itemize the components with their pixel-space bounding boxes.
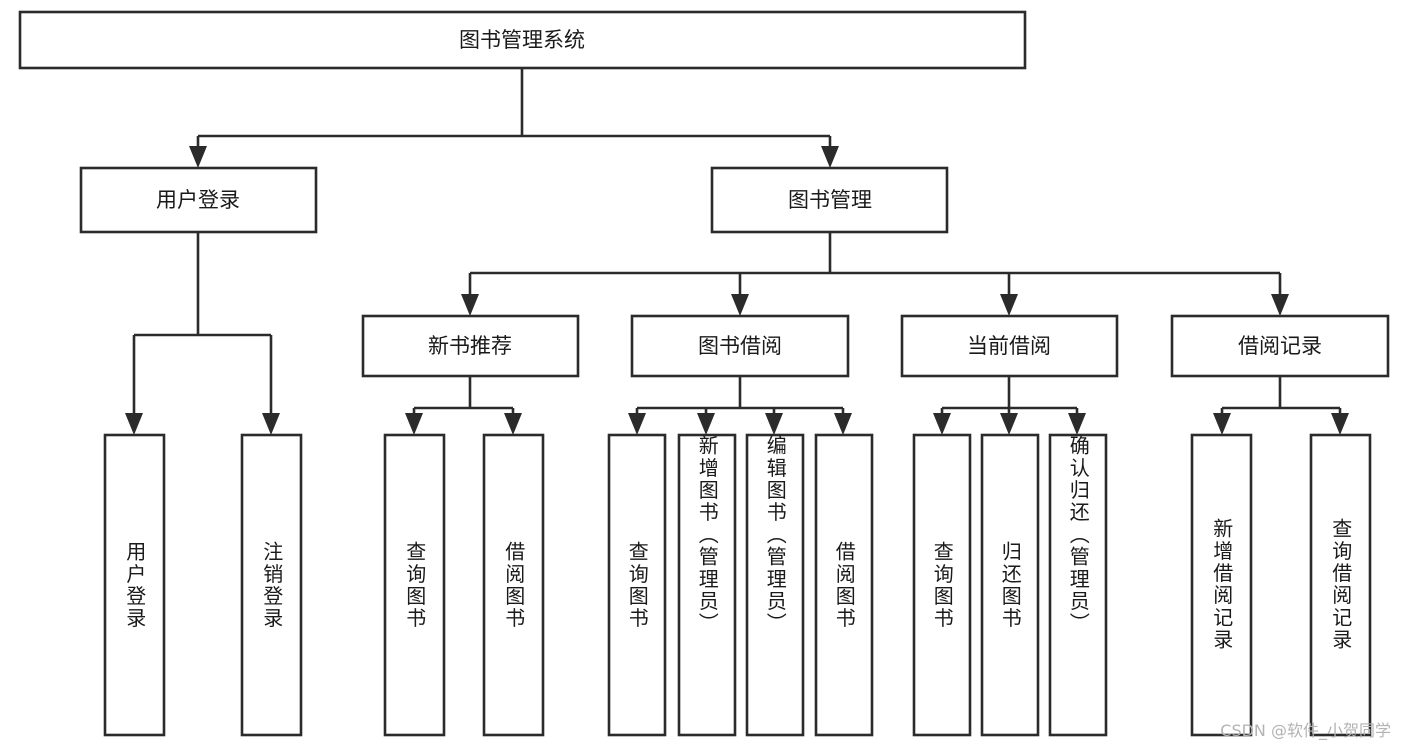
node-leaf-cb-1-box[interactable] bbox=[912, 433, 972, 737]
arrowhead-nbr-leaf-1 bbox=[405, 413, 423, 435]
node-leaf-br-2-box[interactable] bbox=[1309, 433, 1372, 737]
node-book-manage-box[interactable] bbox=[710, 166, 949, 234]
node-leaf-br-1-box[interactable] bbox=[1190, 433, 1253, 737]
node-root-box[interactable] bbox=[18, 10, 1027, 70]
arrowhead-bb-leaf-2 bbox=[697, 413, 715, 435]
arrowhead-root-to-user-login bbox=[189, 146, 207, 168]
node-current-borrow[interactable]: 当前借阅 bbox=[900, 314, 1119, 378]
arrowhead-br-leaf-2 bbox=[1331, 413, 1349, 435]
node-leaf-user-login-1-box[interactable] bbox=[103, 433, 166, 737]
node-book-borrow-box[interactable] bbox=[630, 314, 850, 378]
node-new-book-recommend-box[interactable] bbox=[361, 314, 580, 378]
node-leaf-user-login-2-box[interactable] bbox=[240, 433, 303, 737]
arrowhead-cb-leaf-3 bbox=[1068, 413, 1086, 435]
node-book-manage[interactable]: 图书管理 bbox=[710, 166, 949, 234]
connector-group-user-login bbox=[125, 232, 280, 435]
connector-group-borrow-record bbox=[1213, 376, 1349, 435]
node-book-borrow[interactable]: 图书借阅 bbox=[630, 314, 850, 378]
node-new-book-recommend-label: 新书推荐 bbox=[428, 334, 512, 358]
watermark-text: CSDN @软件_小贺同学 bbox=[1220, 721, 1391, 740]
arrowhead-cb-leaf-2 bbox=[1000, 413, 1018, 435]
node-current-borrow-box[interactable] bbox=[900, 314, 1119, 378]
node-borrow-record[interactable]: 借阅记录 bbox=[1170, 314, 1390, 378]
node-leaf-cb-3-box[interactable] bbox=[1048, 433, 1108, 737]
arrowhead-br-leaf-1 bbox=[1213, 413, 1231, 435]
node-current-borrow-label: 当前借阅 bbox=[967, 334, 1051, 358]
node-user-login-label: 用户登录 bbox=[156, 188, 240, 212]
arrowhead-to-borrow-record bbox=[1271, 294, 1289, 316]
node-root[interactable]: 图书管理系统 bbox=[18, 10, 1027, 70]
arrowhead-to-current-borrow bbox=[1000, 294, 1018, 316]
connector-group-book-borrow bbox=[628, 376, 852, 435]
arrowhead-nbr-leaf-2 bbox=[504, 413, 522, 435]
node-leaf-cb-2-box[interactable] bbox=[980, 433, 1040, 737]
connector-group-book-manage bbox=[461, 232, 1289, 316]
arrowhead-to-book-borrow bbox=[731, 294, 749, 316]
arrowhead-to-new-book-recommend bbox=[461, 294, 479, 316]
node-leaf-nbr-1-box[interactable] bbox=[383, 433, 446, 737]
connector-group-new-book-recommend bbox=[405, 376, 522, 435]
node-user-login-box[interactable] bbox=[79, 166, 318, 234]
arrowhead-cb-leaf-1 bbox=[933, 413, 951, 435]
arrowhead-bb-leaf-1 bbox=[628, 413, 646, 435]
connector-group-root bbox=[189, 68, 839, 168]
node-borrow-record-box[interactable] bbox=[1170, 314, 1390, 378]
node-leaf-nbr-2-box[interactable] bbox=[482, 433, 545, 737]
node-leaf-bb-1-box[interactable] bbox=[607, 433, 667, 737]
arrowhead-user-login-leaf-1 bbox=[125, 413, 143, 435]
connector-group-current-borrow bbox=[933, 376, 1086, 435]
arrowhead-root-to-book-manage bbox=[821, 146, 839, 168]
node-root-label: 图书管理系统 bbox=[459, 28, 585, 52]
arrowhead-user-login-leaf-2 bbox=[262, 413, 280, 435]
arrowhead-bb-leaf-4 bbox=[834, 413, 852, 435]
node-book-borrow-label: 图书借阅 bbox=[698, 334, 782, 358]
node-new-book-recommend[interactable]: 新书推荐 bbox=[361, 314, 580, 378]
node-borrow-record-label: 借阅记录 bbox=[1238, 334, 1322, 358]
node-leaf-bb-2-box[interactable] bbox=[677, 433, 737, 737]
node-leaf-bb-4-box[interactable] bbox=[814, 433, 874, 737]
node-leaf-bb-3-box[interactable] bbox=[745, 433, 805, 737]
node-user-login[interactable]: 用户登录 bbox=[79, 166, 318, 234]
arrowhead-bb-leaf-3 bbox=[765, 413, 783, 435]
node-book-manage-label: 图书管理 bbox=[788, 188, 872, 212]
